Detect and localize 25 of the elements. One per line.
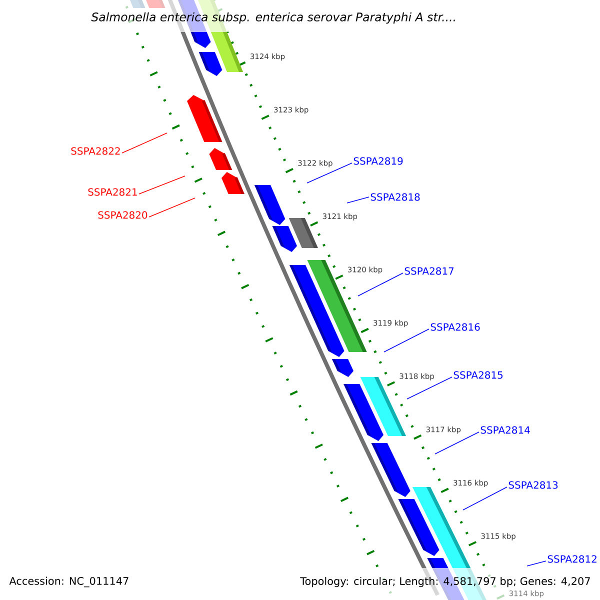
leader-line (122, 132, 168, 154)
gene-label: SSPA2815 (454, 371, 503, 379)
leader-line (462, 486, 508, 510)
gene-label: SSPA2813 (508, 481, 558, 489)
gene-label: SSPA2818 (370, 193, 420, 201)
gene-label: SSPA2814 (480, 426, 530, 434)
gene-label: SSPA2819 (354, 157, 403, 165)
footer-text: Accession: NC_011147 (9, 576, 128, 588)
gene-label: SSPA2820 (98, 211, 148, 219)
leader-line (358, 272, 404, 296)
gene-label: SSPA2822 (71, 147, 120, 155)
leader-line (406, 376, 452, 400)
gene-label: SSPA2816 (430, 323, 480, 331)
title: Salmonella enterica subsp. enterica serovar Paratyphi A str.... (91, 12, 455, 24)
leader-line (306, 162, 352, 184)
gene-label: SSPA2817 (404, 267, 454, 275)
leader-line (138, 176, 186, 194)
leader-line (346, 196, 370, 204)
gene-label: SSPA2821 (88, 188, 137, 196)
footer-text: Topology: circular; Length: 4,581,797 bp; Genes: 4,207 (300, 576, 590, 588)
leader-line (384, 328, 430, 352)
leader-line (434, 432, 480, 454)
gene-label: SSPA2812 (548, 555, 596, 563)
leader-line (526, 560, 546, 566)
leader-line (148, 198, 196, 218)
